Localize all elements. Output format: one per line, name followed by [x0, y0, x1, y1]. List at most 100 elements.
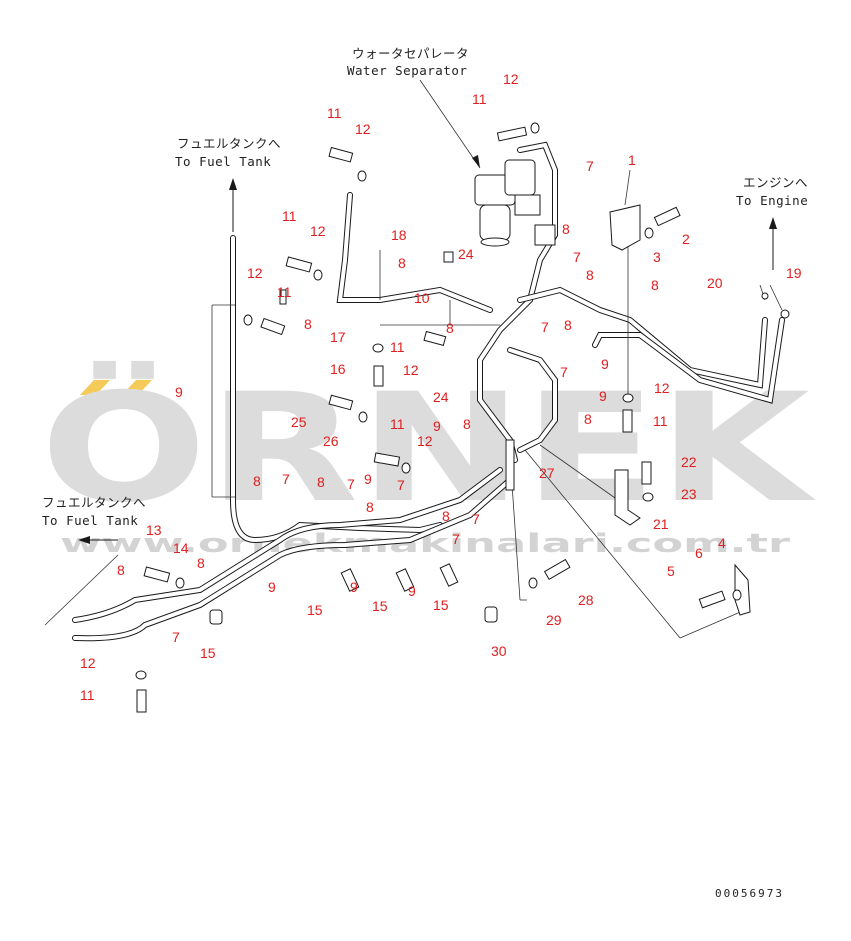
- note-fuel-tank-left-en: To Fuel Tank: [42, 513, 138, 528]
- part-label-2: 2: [682, 231, 690, 247]
- part-label-22: 22: [681, 454, 697, 470]
- bracket-1: [609, 204, 641, 251]
- part-label-7-c: 7: [541, 319, 549, 335]
- fuel-tank-left-arrowhead: [78, 536, 90, 544]
- bracket-21: [614, 469, 641, 526]
- part-label-7-b: 7: [573, 249, 581, 265]
- part-label-30: 30: [491, 643, 507, 659]
- part-label-8-i: 8: [463, 416, 471, 432]
- components: [135, 122, 790, 713]
- part-label-9-d: 9: [433, 418, 441, 434]
- part-label-11-b: 11: [327, 105, 342, 121]
- fuel-tank-top-arrowhead: [229, 178, 237, 190]
- part-label-8-h: 8: [584, 411, 592, 427]
- part-label-29: 29: [546, 612, 562, 628]
- watermark-brand: ÖRNEK: [40, 360, 816, 536]
- part-label-15-d: 15: [200, 645, 216, 661]
- part-label-14: 14: [173, 540, 189, 556]
- part-label-12-g: 12: [654, 380, 670, 396]
- part-label-6: 6: [695, 545, 703, 561]
- note-water-separator-en: Water Separator: [347, 63, 467, 78]
- part-label-11-f: 11: [390, 416, 405, 432]
- part-label-9-c: 9: [599, 388, 607, 404]
- part-label-8-e: 8: [586, 267, 594, 283]
- hoses: [72, 141, 785, 642]
- part-label-3: 3: [653, 249, 661, 265]
- part-label-8-o: 8: [117, 562, 125, 578]
- part-label-24-b: 24: [433, 389, 449, 405]
- water-separator-arrowhead: [472, 155, 480, 168]
- part-label-18: 18: [391, 227, 407, 243]
- part-label-8-l: 8: [366, 499, 374, 515]
- part-label-26: 26: [323, 433, 339, 449]
- part-label-13: 13: [146, 522, 162, 538]
- part-label-7-e: 7: [282, 471, 290, 487]
- part-label-9-h: 9: [408, 583, 416, 599]
- part-label-12-d: 12: [247, 265, 263, 281]
- bolts: [136, 126, 726, 713]
- part-label-19: 19: [786, 265, 802, 281]
- part-label-9-b: 9: [601, 356, 609, 372]
- notes: ウォータセパレータ Water Separator フュエルタンクへ To Fu…: [42, 46, 808, 544]
- part-label-8-g: 8: [564, 317, 572, 333]
- part-label-8-f: 8: [651, 277, 659, 293]
- watermark: ÖRNEK www.ornekmakinalari.com.tr: [40, 360, 816, 559]
- part-label-4: 4: [718, 535, 726, 551]
- part-label-11-h: 11: [80, 687, 95, 703]
- part-label-12-e: 12: [403, 362, 419, 378]
- part-label-21: 21: [653, 516, 669, 532]
- part-label-11-g: 11: [653, 413, 668, 429]
- note-water-separator-jp: ウォータセパレータ: [352, 46, 469, 61]
- part-label-16: 16: [330, 361, 346, 377]
- part-label-8-a: 8: [562, 221, 570, 237]
- engine-arrowhead: [769, 217, 777, 229]
- part-label-8-m: 8: [442, 508, 450, 524]
- leader-lines: [44, 169, 783, 639]
- part-label-10: 10: [414, 290, 430, 306]
- part-label-8-k: 8: [317, 474, 325, 490]
- note-engine-en: To Engine: [736, 193, 808, 208]
- part-label-17: 17: [330, 329, 346, 345]
- water-separator: [474, 159, 556, 247]
- part-label-7-f: 7: [347, 476, 355, 492]
- watermark-accent-left: [80, 380, 110, 395]
- part-label-12-a: 12: [503, 71, 519, 87]
- part-label-20: 20: [707, 275, 723, 291]
- part-label-23: 23: [681, 486, 697, 502]
- part-label-11-c: 11: [282, 208, 297, 224]
- washers: [135, 122, 790, 680]
- note-fuel-tank-top-jp: フュエルタンクへ: [177, 136, 281, 151]
- part-label-9-e: 9: [364, 471, 372, 487]
- part-label-12-c: 12: [310, 223, 326, 239]
- part-label-12-b: 12: [355, 121, 371, 137]
- part-label-15-c: 15: [433, 597, 449, 613]
- part-label-7-a: 7: [586, 158, 594, 174]
- note-fuel-tank-left-jp: フュエルタンクへ: [42, 495, 146, 510]
- part-label-11-a: 11: [472, 91, 487, 107]
- part-label-28: 28: [578, 592, 594, 608]
- part-label-9-f: 9: [268, 579, 276, 595]
- part-label-8-d: 8: [446, 320, 454, 336]
- part-label-27: 27: [539, 465, 555, 481]
- part-label-12-f: 12: [417, 433, 433, 449]
- part-labels: 1 2 3 4 5 6 7 7 7 7 7 7 7 7 7 7 8 8 8 8 …: [80, 71, 802, 703]
- part-label-24-a: 24: [458, 246, 474, 262]
- part-label-7-g: 7: [397, 477, 405, 493]
- note-fuel-tank-top-en: To Fuel Tank: [175, 154, 271, 169]
- part-label-8-c: 8: [304, 316, 312, 332]
- part-label-11-e: 11: [390, 339, 405, 355]
- part-label-15-b: 15: [372, 598, 388, 614]
- water-separator-arrow: [419, 79, 481, 169]
- note-engine-jp: エンジンへ: [743, 175, 808, 190]
- part-label-7-d: 7: [560, 364, 568, 380]
- part-label-7-h: 7: [472, 511, 480, 527]
- part-label-7-j: 7: [172, 629, 180, 645]
- part-label-15-a: 15: [307, 602, 323, 618]
- part-label-8-n: 8: [197, 555, 205, 571]
- part-label-1: 1: [628, 152, 636, 168]
- part-label-9-a: 9: [175, 384, 183, 400]
- drawing-number: 00056973: [715, 887, 784, 900]
- part-label-7-i: 7: [452, 531, 460, 547]
